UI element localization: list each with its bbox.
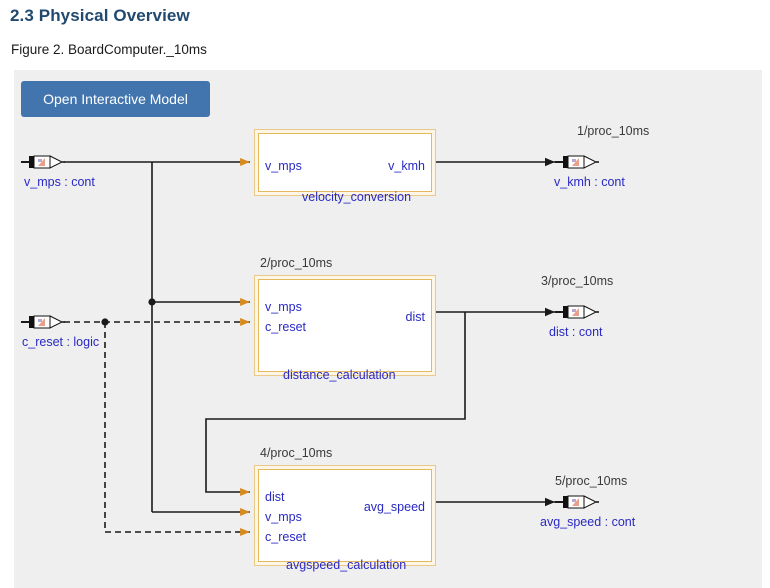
block-caption-avgspeed-calculation: avgspeed_calculation [286, 558, 407, 572]
signal-port-icon-v_mps-in[interactable] [21, 155, 65, 169]
port-out-dist-distance[interactable]: dist [405, 310, 425, 324]
signal-index-avg_speed: 5/proc_10ms [555, 474, 628, 488]
port-out-v_kmh-velocity[interactable]: v_kmh [388, 159, 425, 173]
block-velocity-conversion-body: v_mps v_kmh [258, 133, 432, 192]
signal-port-icon-v_kmh-out[interactable] [555, 155, 599, 169]
port-in-c_reset-distance[interactable]: c_reset [265, 320, 306, 334]
block-index-avgspeed-calculation: 4/proc_10ms [260, 446, 333, 460]
signal-index-dist: 3/proc_10ms [541, 274, 614, 288]
port-in-dist-avgspeed[interactable]: dist [265, 490, 285, 504]
signal-label-v_kmh-out: v_kmh : cont [554, 175, 625, 189]
signal-label-c_reset-in: c_reset : logic [22, 335, 100, 349]
junction-creset [101, 318, 109, 326]
signal-port-icon-avg_speed-out[interactable] [555, 495, 599, 509]
open-interactive-model-button[interactable]: Open Interactive Model [21, 81, 210, 117]
port-in-v_mps-avgspeed[interactable]: v_mps [265, 510, 302, 524]
block-avgspeed-calculation[interactable]: dist v_mps c_reset avg_speed [254, 465, 436, 566]
port-in-v_mps-distance[interactable]: v_mps [265, 300, 302, 314]
signal-label-dist-out: dist : cont [549, 325, 603, 339]
block-caption-distance-calculation: distance_calculation [283, 368, 396, 382]
wire-creset-to-avgspeed [104, 322, 251, 536]
wire-junctions [101, 298, 156, 326]
wire-layer [64, 157, 555, 536]
block-caption-velocity-conversion: velocity_conversion [302, 190, 412, 204]
signal-index-v_kmh: 1/proc_10ms [577, 124, 650, 138]
signal-label-v_mps-in: v_mps : cont [24, 175, 95, 189]
wire-dist-feedback [205, 312, 466, 496]
signal-label-avg_speed-out: avg_speed : cont [540, 515, 636, 529]
signal-port-icon-dist-out[interactable] [555, 305, 599, 319]
port-in-v_mps-velocity[interactable]: v_mps [265, 159, 302, 173]
diagram-canvas: Open Interactive Model [14, 70, 762, 588]
block-index-distance-calculation: 2/proc_10ms [260, 256, 333, 270]
port-in-c_reset-avgspeed[interactable]: c_reset [265, 530, 306, 544]
junction-vmps [148, 298, 156, 306]
port-out-avg_speed-avgspeed[interactable]: avg_speed [363, 500, 425, 514]
block-avgspeed-calculation-body: dist v_mps c_reset avg_speed [258, 469, 432, 562]
page-title: 2.3 Physical Overview [10, 6, 190, 25]
block-distance-calculation[interactable]: v_mps c_reset dist [254, 275, 436, 376]
block-velocity-conversion[interactable]: v_mps v_kmh [254, 129, 436, 196]
figure-caption: Figure 2. BoardComputer._10ms [11, 42, 207, 57]
block-distance-calculation-body: v_mps c_reset dist [258, 279, 432, 372]
signal-port-icon-c_reset-in[interactable] [21, 315, 65, 329]
